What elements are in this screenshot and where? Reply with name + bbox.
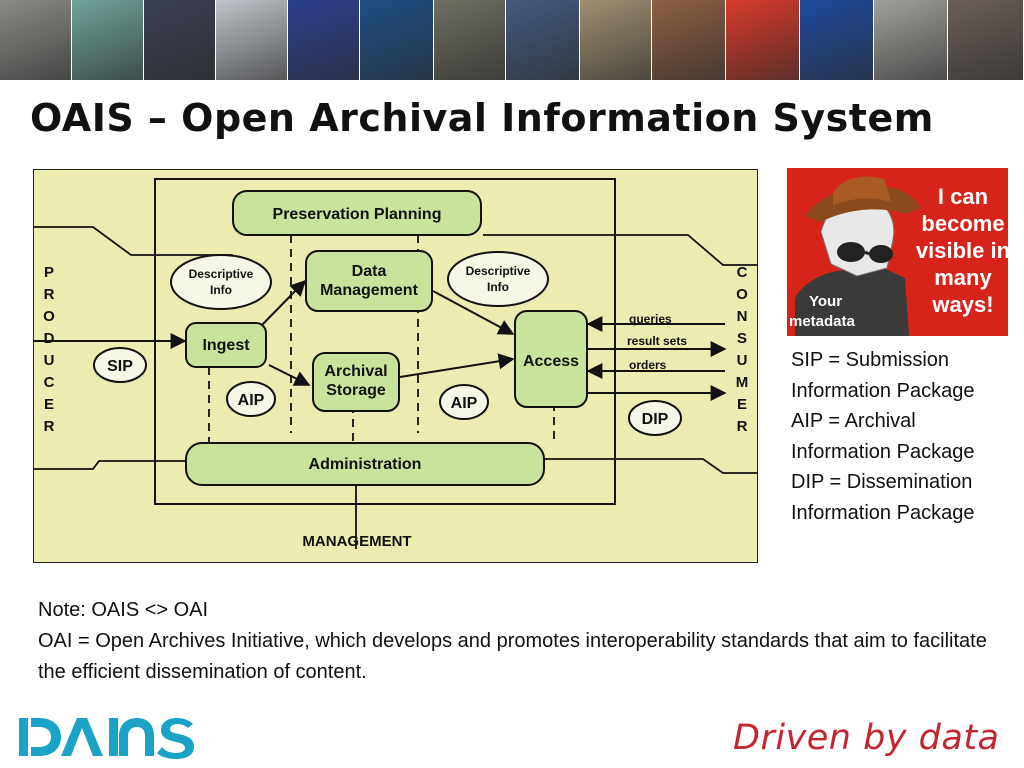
header-photo-tile bbox=[72, 0, 144, 80]
access-box bbox=[514, 310, 588, 408]
legend-line: Information Package bbox=[791, 501, 975, 524]
legend-line: Information Package bbox=[791, 440, 975, 463]
header-photo-tile bbox=[0, 0, 72, 80]
poster-headline-line4: many bbox=[934, 265, 992, 290]
producer-letter: O bbox=[43, 308, 55, 325]
producer-letter: D bbox=[44, 330, 55, 347]
data-management-box bbox=[305, 250, 433, 312]
data-management-label-line2: Management bbox=[320, 282, 418, 299]
header-photo-tile bbox=[434, 0, 506, 80]
legend-line: AIP = Archival bbox=[791, 410, 916, 433]
consumer-letter: O bbox=[736, 286, 748, 303]
slide-title: OAIS – Open Archival Information System bbox=[30, 96, 934, 140]
archival-storage-box bbox=[312, 352, 400, 412]
header-photo-strip bbox=[0, 0, 1024, 80]
header-photo-tile bbox=[144, 0, 216, 80]
tagline: Driven by data bbox=[733, 718, 1000, 758]
archival-storage-label-line2: Storage bbox=[326, 382, 386, 399]
poster-caption-line1: Your bbox=[809, 293, 842, 310]
data-management-label-line1: Data bbox=[352, 263, 387, 280]
poster-headline-line3: visible in bbox=[916, 238, 1008, 263]
header-photo-tile bbox=[580, 0, 652, 80]
consumer-letter: M bbox=[736, 374, 749, 391]
oais-diagram: Preservation Planning Data Management In… bbox=[33, 169, 758, 563]
sip-label: SIP bbox=[107, 358, 133, 375]
consumer-letter: R bbox=[737, 418, 748, 435]
consumer-letter: S bbox=[737, 330, 747, 347]
queries-label: queries bbox=[629, 312, 672, 326]
acronym-legend: SIP = Submission Information Package AIP… bbox=[791, 345, 1016, 529]
header-photo-tile bbox=[726, 0, 800, 80]
header-photo-tile bbox=[216, 0, 288, 80]
producer-letter: U bbox=[44, 352, 55, 369]
access-label: Access bbox=[523, 353, 579, 370]
aip-right-ellipse bbox=[439, 384, 489, 420]
sip-ellipse bbox=[93, 347, 147, 383]
consumer-label: C O N S U M E R bbox=[736, 264, 749, 435]
ingest-box bbox=[185, 322, 267, 368]
descriptive-info-right-ellipse bbox=[447, 251, 549, 307]
administration-box bbox=[185, 442, 545, 486]
invisible-man-figure bbox=[795, 176, 921, 336]
dip-ellipse bbox=[628, 400, 682, 436]
producer-letter: E bbox=[44, 396, 54, 413]
header-photo-tile bbox=[948, 0, 1024, 80]
header-photo-tile bbox=[652, 0, 726, 80]
descriptive-info-right-line2: Info bbox=[487, 280, 509, 294]
poster-caption-line2: metadata bbox=[789, 313, 856, 330]
header-photo-tile bbox=[800, 0, 874, 80]
aip-left-label: AIP bbox=[238, 392, 265, 409]
legend-line: SIP = Submission bbox=[791, 349, 950, 371]
orders-label: orders bbox=[629, 358, 667, 372]
note-line1: Note: OAIS <> OAI bbox=[38, 599, 209, 621]
descriptive-info-left-ellipse bbox=[170, 254, 272, 310]
descriptive-info-left-line2: Info bbox=[210, 283, 232, 297]
preservation-planning-box bbox=[232, 190, 482, 236]
management-label: MANAGEMENT bbox=[302, 533, 411, 550]
producer-letter: C bbox=[44, 374, 55, 391]
consumer-letter: N bbox=[737, 308, 748, 325]
legend-line: DIP = Dissemination bbox=[791, 471, 973, 494]
descriptive-info-right-line1: Descriptive bbox=[466, 264, 531, 278]
preservation-planning-label: Preservation Planning bbox=[273, 206, 442, 223]
producer-letter: R bbox=[44, 418, 55, 435]
dans-logo bbox=[19, 718, 194, 759]
producer-label: P R O D U C E R bbox=[43, 264, 55, 435]
descriptive-info-left-line1: Descriptive bbox=[189, 267, 254, 281]
header-photo-tile bbox=[288, 0, 360, 80]
note-text: Note: OAIS <> OAI OAI = Open Archives In… bbox=[38, 595, 1008, 688]
administration-label: Administration bbox=[309, 456, 422, 473]
consumer-letter: U bbox=[737, 352, 748, 369]
note-line2: OAI = Open Archives Initiative, which de… bbox=[38, 630, 987, 683]
legend-line: Information Package bbox=[791, 379, 975, 402]
aip-left-ellipse bbox=[226, 381, 276, 417]
dip-label: DIP bbox=[642, 411, 669, 428]
archival-storage-label-line1: Archival bbox=[324, 363, 387, 380]
poster-headline-line2: become bbox=[921, 211, 1004, 236]
aip-right-label: AIP bbox=[451, 395, 478, 412]
header-photo-tile bbox=[874, 0, 948, 80]
ingest-label: Ingest bbox=[202, 337, 250, 354]
consumer-letter: C bbox=[737, 264, 748, 281]
consumer-letter: E bbox=[737, 396, 747, 413]
poster-headline-line5: ways! bbox=[931, 292, 993, 317]
result-sets-label: result sets bbox=[627, 334, 687, 348]
header-photo-tile bbox=[506, 0, 580, 80]
producer-letter: R bbox=[44, 286, 55, 303]
poster-headline-line1: I can bbox=[938, 184, 988, 209]
invisible-man-poster: I can become visible in many ways! Your … bbox=[787, 168, 1008, 336]
header-photo-tile bbox=[360, 0, 434, 80]
producer-letter: P bbox=[44, 264, 54, 281]
